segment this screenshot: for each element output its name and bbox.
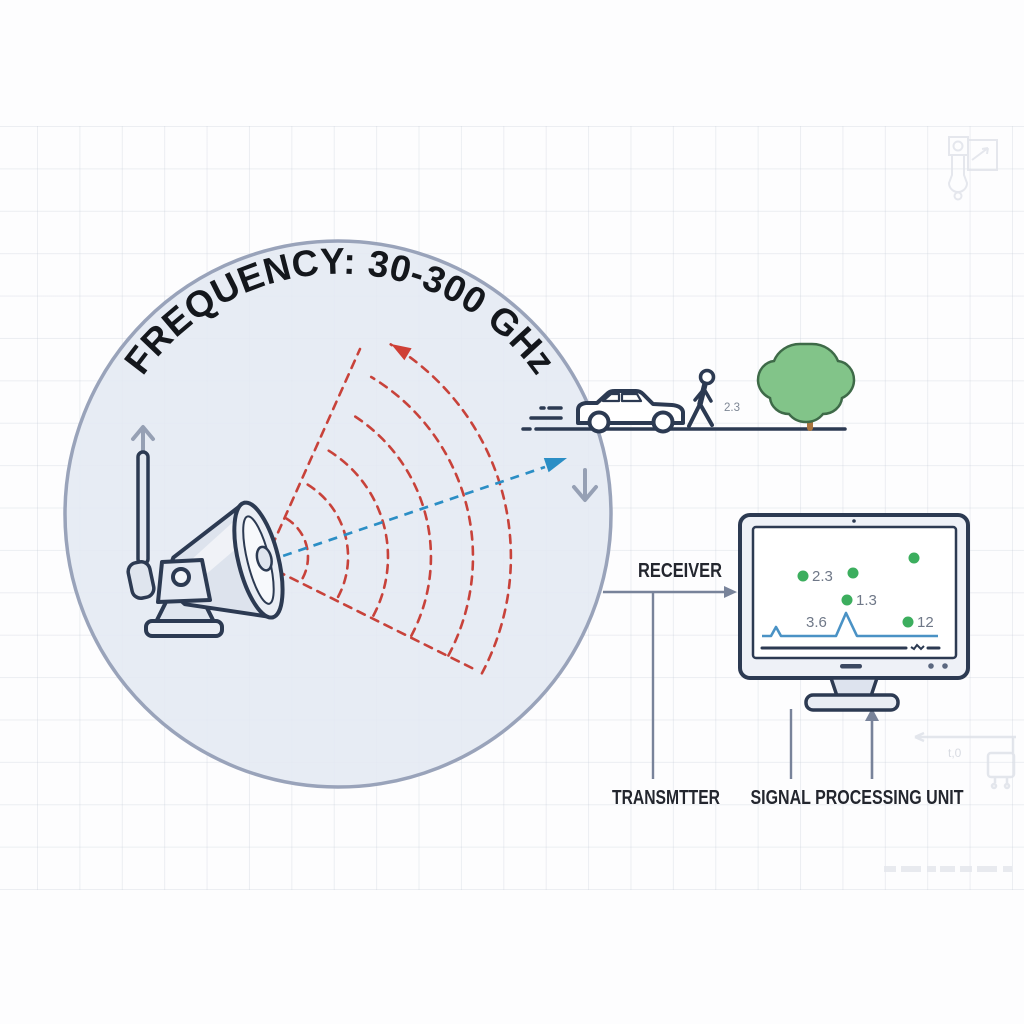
tree-icon — [756, 342, 856, 431]
wavefront-arc — [326, 448, 390, 617]
fan-top-edge — [270, 347, 362, 548]
ghost-top-right-icon — [947, 136, 998, 201]
detection-dot-icon — [902, 616, 914, 628]
fan-bottom-edge — [275, 569, 480, 673]
stand-base — [144, 619, 224, 638]
car-icon — [576, 389, 685, 434]
bezel-button — [840, 664, 862, 669]
horn-antenna-icon — [126, 425, 285, 638]
block-connectors — [603, 586, 879, 779]
baseline-squiggle — [910, 643, 925, 651]
beam-arrowhead-icon — [543, 458, 567, 473]
waveform-line — [762, 611, 938, 638]
detection-value-left: 2.3 — [812, 568, 833, 585]
up-arrow-icon — [131, 425, 155, 453]
receiver-label: RECEIVER — [638, 560, 722, 582]
beam-to-target — [267, 458, 567, 563]
frequency-zone-circle — [63, 239, 613, 789]
peak-value: 3.6 — [806, 614, 827, 631]
radar-waves — [270, 343, 513, 675]
detection-value-right: 12 — [917, 614, 934, 631]
pivot-bolt — [171, 567, 191, 587]
wavefront-arc — [348, 411, 433, 638]
wavefront-arc — [284, 517, 310, 580]
pedestrian-icon — [687, 368, 716, 428]
pedestrian-distance-value: 2.3 — [724, 402, 740, 414]
ghost-label: t,0 — [948, 746, 962, 760]
transmitter-label: TRANSMTTER — [612, 787, 720, 809]
camera-dot-icon — [852, 519, 856, 523]
detection-dot-icon — [841, 594, 853, 606]
signal-arrowhead-icon — [865, 708, 879, 721]
bezel-dot-icon — [942, 663, 948, 669]
monitor-base — [804, 693, 900, 712]
pole-collar — [126, 560, 156, 600]
detection-display: 2.3 1.3 12 3.6 — [760, 552, 941, 651]
road-scene: 2.3 — [521, 342, 856, 434]
beam-dashed-line — [267, 465, 546, 563]
wavefront-arc — [369, 375, 475, 657]
detection-value-middle: 1.3 — [856, 592, 877, 609]
detection-dot-icon — [847, 567, 859, 579]
ghost-bottom-right-icon — [914, 731, 1016, 790]
signal-processing-label: SIGNAL PROCESSING UNIT — [751, 787, 964, 809]
motion-dashes — [529, 406, 563, 420]
bezel-dot-icon — [928, 663, 934, 669]
down-arrow-icon — [572, 468, 598, 502]
antenna-pole — [136, 450, 150, 566]
monitor-icon: 2.3 1.3 12 3.6 — [738, 513, 970, 712]
receiver-arrowhead-icon — [724, 586, 737, 598]
wavefront-arc — [389, 343, 513, 675]
red-wave-arrowhead-icon — [391, 344, 412, 361]
detection-dot-icon — [908, 552, 920, 564]
detection-dot-icon — [797, 570, 809, 582]
monitor-screen — [751, 525, 958, 660]
